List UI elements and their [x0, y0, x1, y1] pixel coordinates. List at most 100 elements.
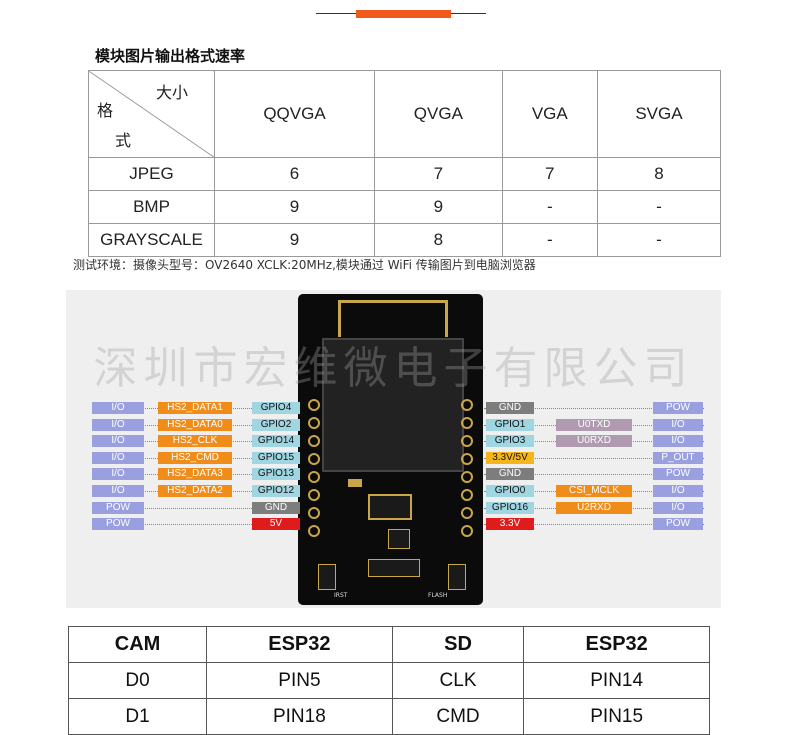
corner-cell: 大小 格 式 [88, 70, 215, 158]
pin-gpio-label: 3.3V [486, 518, 534, 530]
table-cell: PIN15 [523, 698, 710, 735]
output-speed-table: 大小 格 式 QQVGA QVGA VGA SVGA JPEG 6 7 7 8 … [88, 70, 722, 257]
pin-function-label: U2RXD [556, 502, 632, 514]
format-cell: GRAYSCALE [88, 223, 215, 257]
pin-io-type-label: I/O [92, 435, 144, 447]
corner-size-label: 大小 [155, 85, 188, 102]
pin-leader-line [484, 524, 704, 525]
pin-gpio-label: GPIO13 [252, 468, 300, 480]
pin-gpio-label: GND [486, 468, 534, 480]
pin-io-type-label: I/O [92, 419, 144, 431]
pin-io-type-label: POW [653, 402, 703, 414]
pin-function-label: U0TXD [556, 419, 632, 431]
pin-io-type-label: I/O [92, 485, 144, 497]
column-header: VGA [501, 70, 598, 158]
pin-io-type-label: I/O [653, 502, 703, 514]
pin-gpio-label: GPIO3 [486, 435, 534, 447]
pin-io-type-label: P_OUT [653, 452, 703, 464]
column-header: ESP32 [523, 626, 710, 663]
esp32-cam-board-image: IRST FLASH [298, 294, 483, 605]
pin-leader-line [484, 408, 704, 409]
pin-function-label: HS2_CLK [158, 435, 232, 447]
value-cell: 9 [213, 223, 376, 257]
table-row: JPEG 6 7 7 8 [88, 157, 722, 191]
pin-function-label: HS2_DATA2 [158, 485, 232, 497]
table-header-row: CAM ESP32 SD ESP32 [67, 626, 710, 663]
flash-label: FLASH [428, 592, 448, 599]
rst-label: IRST [334, 592, 348, 599]
table-cell: PIN18 [206, 698, 393, 735]
corner-format-label-1: 格 [97, 103, 114, 120]
pin-leader-line [92, 524, 300, 525]
table-header-row: 大小 格 式 QQVGA QVGA VGA SVGA [88, 70, 722, 158]
pin-io-type-label: I/O [92, 402, 144, 414]
column-header: SVGA [596, 70, 722, 158]
table-row: D1 PIN18 CMD PIN15 [67, 698, 710, 735]
camera-connector-footprint [368, 559, 420, 577]
format-cell: JPEG [88, 157, 215, 191]
pin-gpio-label: 3.3V/5V [486, 452, 534, 464]
column-header: QVGA [374, 70, 503, 158]
pin-gpio-label: GPIO4 [252, 402, 300, 414]
pin-function-label: HS2_DATA0 [158, 419, 232, 431]
pin-io-type-label: I/O [653, 419, 703, 431]
pin-gpio-label: GND [486, 402, 534, 414]
pin-gpio-label: 5V [252, 518, 300, 530]
test-environment-note: 测试环境：摄像头型号：OV2640 XCLK:20MHz,模块通过 WiFi 传… [73, 258, 536, 272]
value-cell: - [501, 223, 598, 257]
pin-gpio-label: GPIO12 [252, 485, 300, 497]
pin-gpio-label: GPIO0 [486, 485, 534, 497]
pin-gpio-label: GPIO2 [252, 419, 300, 431]
pin-function-label: U0RXD [556, 435, 632, 447]
regulator-chip [368, 494, 412, 520]
corner-format-label-2: 式 [115, 133, 132, 150]
header-accent-bar [356, 10, 451, 18]
pin-function-label: HS2_CMD [158, 452, 232, 464]
table-cell: PIN14 [523, 662, 710, 699]
pin-function-label: HS2_DATA1 [158, 402, 232, 414]
value-cell: 7 [374, 157, 503, 191]
column-header: QQVGA [213, 70, 376, 158]
pin-leader-line [484, 458, 704, 459]
value-cell: 9 [374, 190, 503, 224]
table-row: BMP 9 9 - - [88, 190, 722, 224]
pin-io-type-label: I/O [653, 485, 703, 497]
value-cell: - [596, 190, 722, 224]
column-header: CAM [67, 626, 208, 663]
pin-io-type-label: POW [92, 502, 144, 514]
pin-io-type-label: POW [653, 518, 703, 530]
pin-leader-line [484, 474, 704, 475]
pcb-antenna [338, 300, 448, 337]
value-cell: - [501, 190, 598, 224]
pin-gpio-label: GPIO1 [486, 419, 534, 431]
table-row: GRAYSCALE 9 8 - - [88, 223, 722, 257]
left-pin-pads [308, 399, 320, 543]
pin-function-label: HS2_DATA3 [158, 468, 232, 480]
pin-gpio-label: GPIO15 [252, 452, 300, 464]
pin-io-type-label: POW [653, 468, 703, 480]
pin-io-type-label: I/O [653, 435, 703, 447]
pin-io-type-label: POW [92, 518, 144, 530]
format-cell: BMP [88, 190, 215, 224]
flash-led-footprint [448, 564, 466, 590]
table-cell: D1 [67, 698, 208, 735]
column-header: SD [391, 626, 525, 663]
value-cell: 6 [213, 157, 376, 191]
table-row: D0 PIN5 CLK PIN14 [67, 662, 710, 699]
value-cell: 7 [501, 157, 598, 191]
section-title: 模块图片输出格式速率 [95, 47, 246, 65]
column-header: ESP32 [206, 626, 393, 663]
reset-button-footprint [318, 564, 336, 590]
pin-function-label: CSI_MCLK [556, 485, 632, 497]
pin-gpio-label: GPIO14 [252, 435, 300, 447]
table-cell: PIN5 [206, 662, 393, 699]
table-cell: D0 [67, 662, 208, 699]
right-pin-pads [461, 399, 473, 543]
value-cell: - [596, 223, 722, 257]
pin-io-type-label: I/O [92, 452, 144, 464]
smd-chip [388, 529, 410, 549]
value-cell: 8 [374, 223, 503, 257]
table-cell: CMD [391, 698, 525, 735]
pin-gpio-label: GPIO16 [486, 502, 534, 514]
value-cell: 8 [596, 157, 722, 191]
